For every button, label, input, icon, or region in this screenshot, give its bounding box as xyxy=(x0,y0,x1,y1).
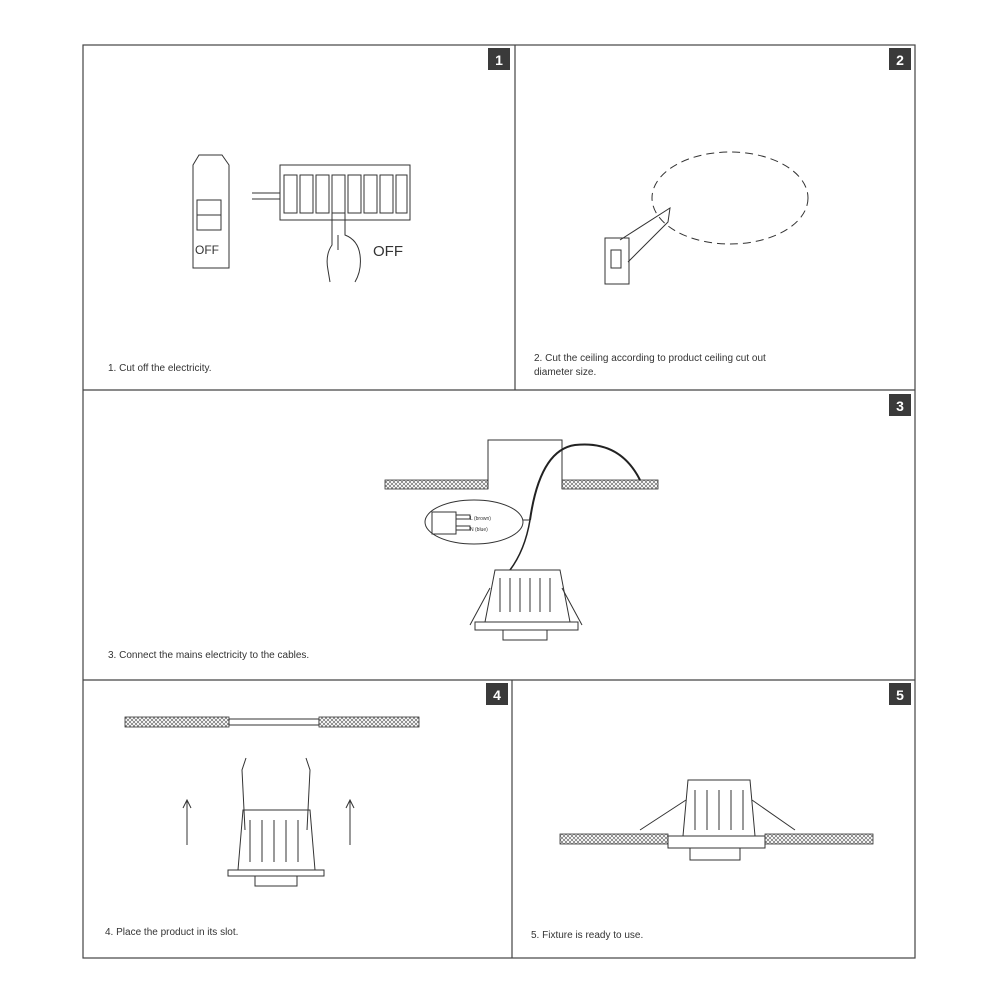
step-1-badge: 1 xyxy=(488,48,510,70)
breaker-switch-illustration: OFF xyxy=(192,154,230,269)
step-4-caption: 4. Place the product in its slot. xyxy=(105,927,238,938)
step-1-caption: 1. Cut off the electricity. xyxy=(108,363,212,374)
step-3-caption: 3. Connect the mains electricity to the … xyxy=(108,650,309,661)
wiring-illustration: L (brown) N (blue) xyxy=(384,439,659,641)
svg-text:1: 1 xyxy=(495,52,503,68)
svg-text:2: 2 xyxy=(896,52,904,68)
ceiling-cut-illustration xyxy=(604,151,809,285)
step-4-badge: 4 xyxy=(486,683,508,705)
svg-text:N (blue): N (blue) xyxy=(470,527,488,533)
fixture-installed-illustration xyxy=(559,779,874,861)
step-2-caption-line1: 2. Cut the ceiling according to product … xyxy=(534,353,766,364)
breaker-panel-illustration: OFF xyxy=(252,164,411,283)
step-5-badge: 5 xyxy=(889,683,911,705)
svg-text:OFF: OFF xyxy=(195,243,219,257)
svg-text:4: 4 xyxy=(493,687,501,703)
step-2-caption-line2: diameter size. xyxy=(534,367,596,378)
step-2-badge: 2 xyxy=(889,48,911,70)
place-product-illustration xyxy=(124,716,420,887)
svg-text:5: 5 xyxy=(896,687,904,703)
step-3-badge: 3 xyxy=(889,394,911,416)
step-5-caption: 5. Fixture is ready to use. xyxy=(531,930,643,941)
outer-border xyxy=(82,44,916,959)
svg-text:OFF: OFF xyxy=(373,243,403,260)
svg-text:L (brown): L (brown) xyxy=(470,516,491,522)
svg-text:3: 3 xyxy=(896,398,904,414)
